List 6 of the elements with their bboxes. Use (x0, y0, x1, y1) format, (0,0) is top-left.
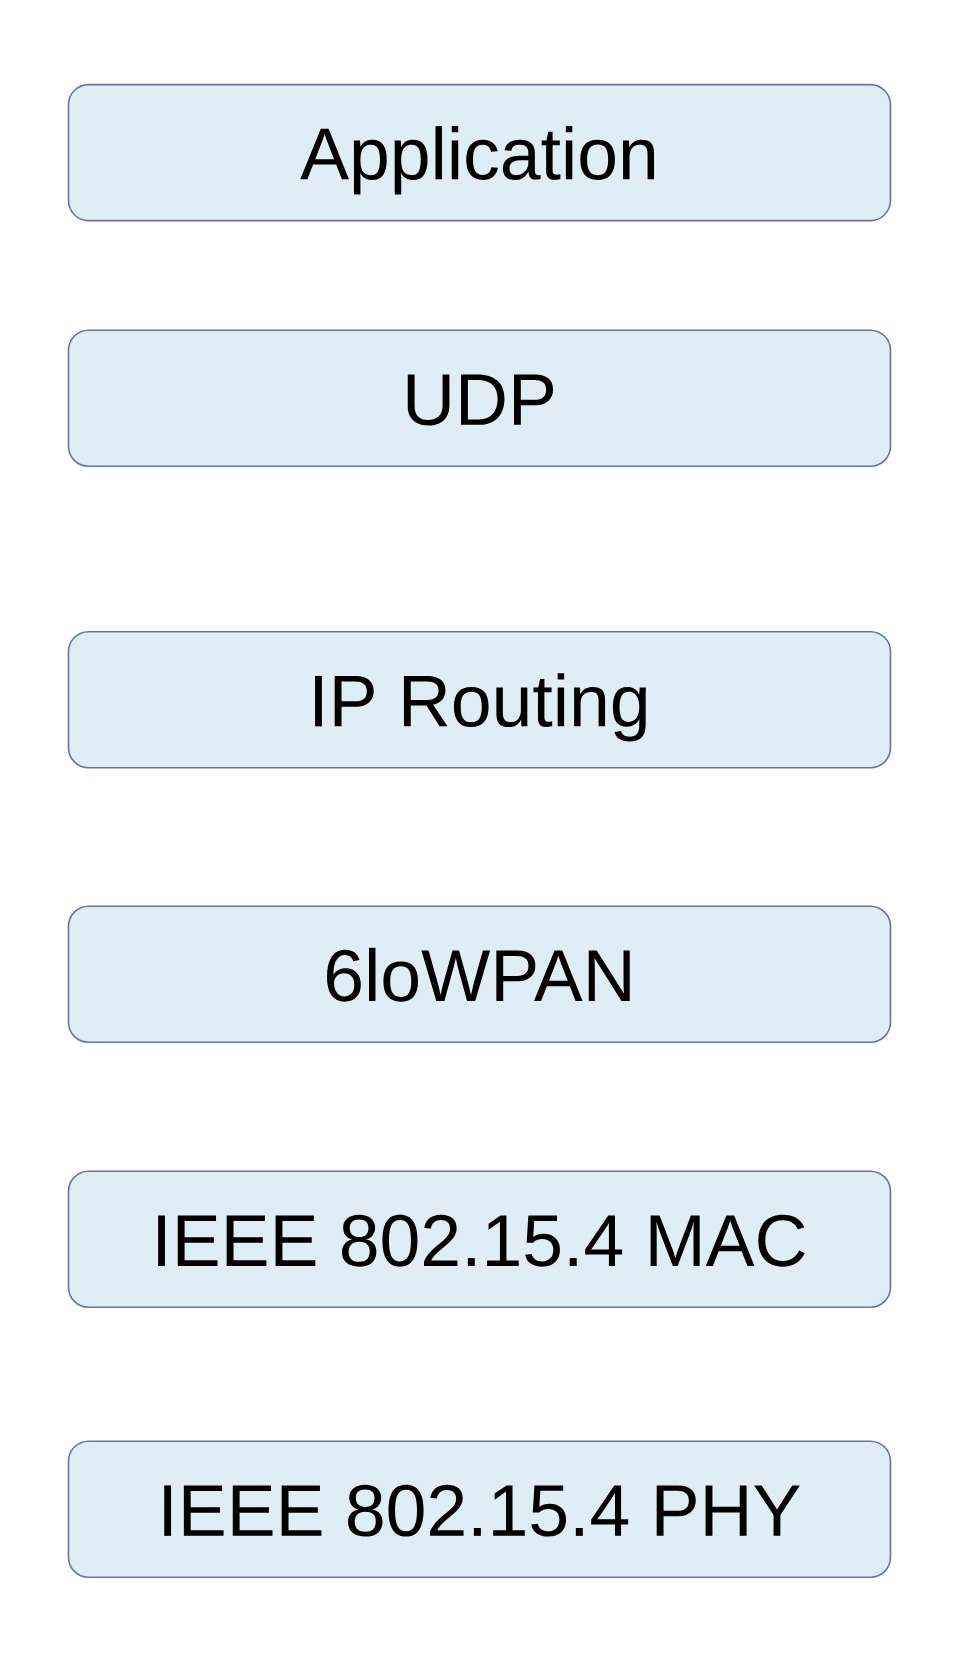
layer-box: Application (67, 83, 892, 222)
layer-box: IEEE 802.15.4 MAC (67, 1170, 892, 1309)
layer-box: IP Routing (67, 630, 892, 769)
layer-box: UDP (67, 329, 892, 467)
layer-box: 6loWPAN (67, 905, 892, 1044)
layer-box: IEEE 802.15.4 PHY (67, 1440, 892, 1578)
